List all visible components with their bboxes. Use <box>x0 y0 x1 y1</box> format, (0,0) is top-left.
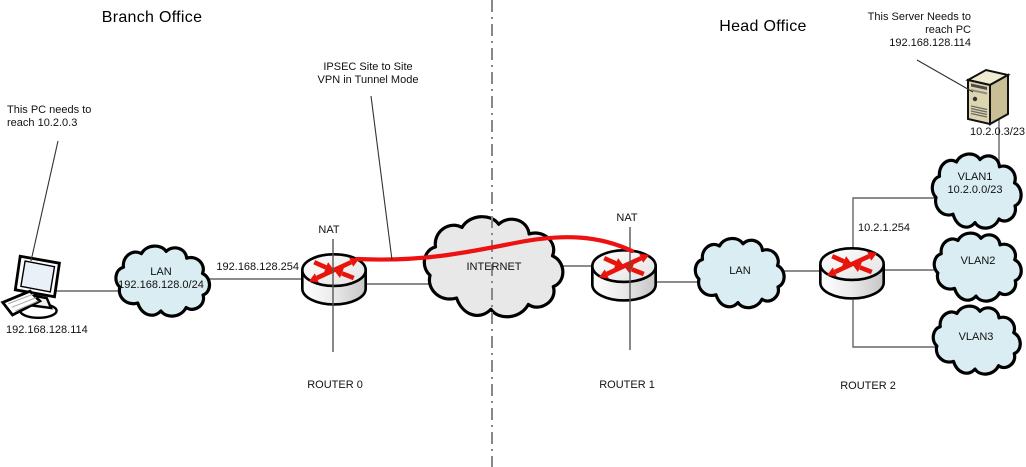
pc-note-line1: This PC needs to <box>7 104 92 116</box>
router0-nat-label: NAT <box>318 224 340 236</box>
pc-note-line2: reach 10.2.0.3 <box>7 117 78 129</box>
pc-note: This PC needs to reach 10.2.0.3 <box>7 104 91 130</box>
ipsec-note-line2: VPN in Tunnel Mode <box>317 74 419 86</box>
head-office-title: Head Office <box>719 18 807 35</box>
router1-label: ROUTER 1 <box>599 379 655 391</box>
link-router2-vlan3 <box>852 300 940 348</box>
pc-note-leader <box>30 140 59 262</box>
branch-lan-subnet: 192.168.128.0/24 <box>118 279 204 291</box>
server-icon <box>967 69 1009 125</box>
server-note-leader <box>916 59 974 93</box>
ipsec-note: IPSEC Site to Site VPN in Tunnel Mode <box>318 61 419 87</box>
ipsec-note-leader <box>370 95 393 261</box>
vlan1-subnet: 10.2.0.0/23 <box>947 184 1003 196</box>
branch-office-title: Branch Office <box>101 9 203 26</box>
vlan3-label: VLAN3 <box>958 331 994 343</box>
router0-icon <box>302 254 365 304</box>
branch-lan-name: LAN <box>150 266 172 278</box>
head-lan-label: LAN <box>729 265 751 277</box>
server-note-line3: 192.168.128.114 <box>889 37 971 49</box>
router2-ip-label: 10.2.1.254 <box>858 222 910 234</box>
internet-label: INTERNET <box>466 261 522 273</box>
router0-wan-ip-label: 192.168.128.254 <box>216 261 299 273</box>
server-note-line2: reach PC <box>925 24 971 36</box>
pc-icon <box>1 254 61 320</box>
vlan2-label: VLAN2 <box>960 255 996 267</box>
link-router2-vlan1 <box>852 197 940 252</box>
branch-lan-label: LAN 192.168.128.0/24 <box>118 266 204 292</box>
router2-label: ROUTER 2 <box>840 380 896 392</box>
pc-ip-label: 192.168.128.114 <box>6 324 88 336</box>
router1-nat-label: NAT <box>616 212 638 224</box>
router0-label: ROUTER 0 <box>307 379 363 391</box>
vlan1-label: VLAN1 10.2.0.0/23 <box>947 171 1002 197</box>
server-note: This Server Needs to reach PC 192.168.12… <box>868 11 971 50</box>
vlan1-name: VLAN1 <box>957 171 993 183</box>
router1-icon <box>592 250 655 300</box>
server-ip-label: 10.2.0.3/23 <box>970 126 1026 138</box>
leader-lines <box>30 59 974 262</box>
network-links <box>55 112 1000 348</box>
vpn-tunnel-line <box>354 235 635 262</box>
router2-icon <box>820 248 883 298</box>
server-note-line1: This Server Needs to <box>867 11 971 23</box>
ipsec-note-line1: IPSEC Site to Site <box>323 61 413 73</box>
